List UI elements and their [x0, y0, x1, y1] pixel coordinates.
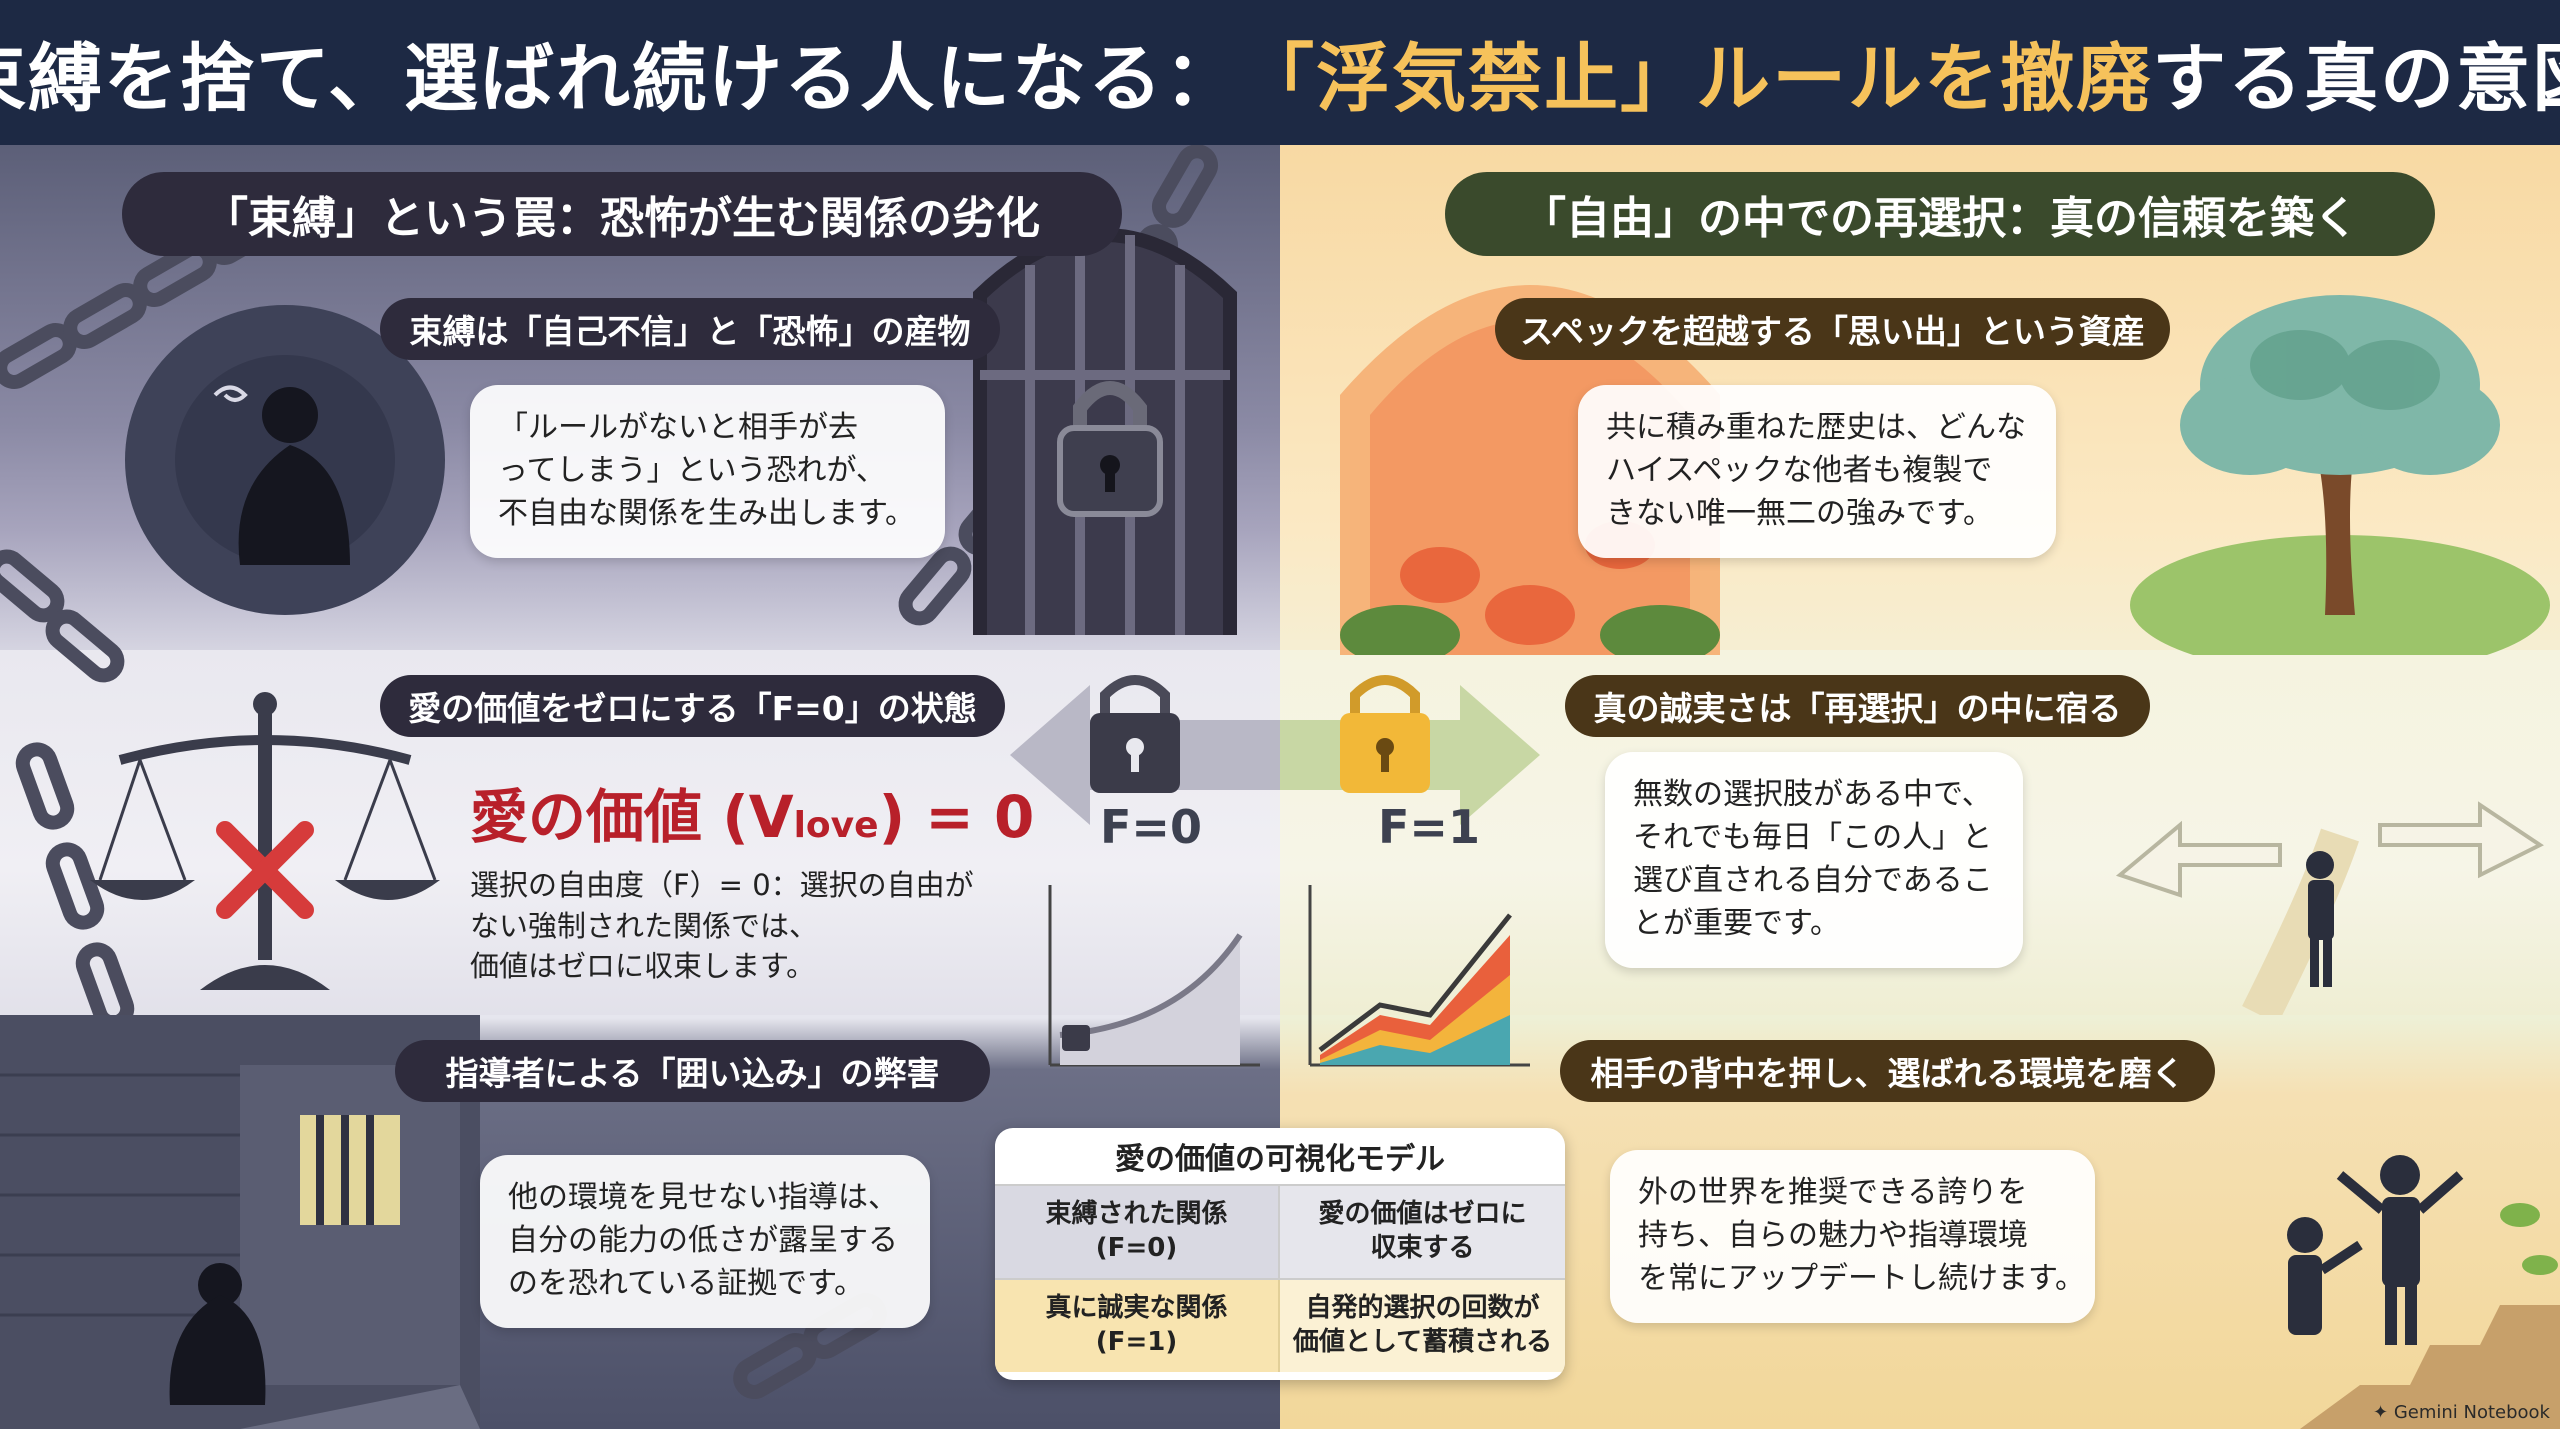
- locked-growth-chart-illustration: [1048, 885, 1260, 1067]
- sparkle-icon: ✦: [2373, 1402, 2394, 1423]
- model-cell-value-zero: 愛の価値はゼロに 収束する: [1280, 1186, 1565, 1278]
- right-block2-label: 真の誠実さは「再選択」の中に宿る: [1565, 675, 2150, 737]
- padlock-icon: [1057, 381, 1163, 517]
- left-block1-bubble: 「ルールがないと相手が去 ってしまう」という恐れが、 不自由な関係を生み出します…: [470, 385, 945, 558]
- model-cell-sincere-relationship: 真に誠実な関係 (F=1): [995, 1280, 1280, 1372]
- f1-label: F=1: [1378, 800, 1480, 854]
- left-block3-label: 指導者による「囲い込み」の弊害: [395, 1040, 990, 1102]
- love-value-model-table: 愛の価値の可視化モデル 束縛された関係 (F=0) 愛の価値はゼロに 収束する …: [995, 1128, 1565, 1380]
- right-block2-bubble: 無数の選択肢がある中で、 それでも毎日「この人」と 選び直される自分であるこ と…: [1605, 752, 2023, 968]
- right-block3-bubble: 外の世界を推奨できる誇りを 持ち、自らの魅力や指導環境 を常にアップデートし続け…: [1610, 1150, 2095, 1323]
- balance-scale-illustration: [90, 692, 440, 990]
- right-block1-label: スペックを超越する「思い出」という資産: [1495, 298, 2170, 360]
- table-row: 真に誠実な関係 (F=1) 自発的選択の回数が 価値として蓄積される: [995, 1278, 1565, 1372]
- left-block2-label: 愛の価値をゼロにする「F=0」の状態: [380, 675, 1005, 737]
- left-section-title: 「束縛」という罠：恐怖が生む関係の劣化: [122, 172, 1122, 256]
- tree-illustration: [2130, 295, 2550, 655]
- love-value-formula: 愛の価値 (Vlove) = 0: [470, 783, 1035, 851]
- page-title: 束縛を捨て、選ばれ続ける人になる：「浮気禁止」ルールを撤廃する真の意図: [0, 0, 2560, 145]
- crossroads-person-illustration: [2115, 801, 2544, 1015]
- title-accent: 「浮気禁止」ルールを撤廃: [1240, 36, 2153, 122]
- right-block3-label: 相手の背中を押し、選ばれる環境を磨く: [1560, 1040, 2215, 1102]
- left-block3-bubble: 他の環境を見せない指導は、 自分の能力の低さが露呈する のを恐れている証拠です。: [480, 1155, 930, 1328]
- title-part1: 束縛を捨て、選ばれ続ける人になる：: [0, 36, 1241, 122]
- model-cell-value-accumulates: 自発的選択の回数が 価値として蓄積される: [1280, 1280, 1565, 1372]
- arrow-left-icon: [1010, 675, 1280, 825]
- sad-person-illustration: [125, 305, 445, 615]
- model-title: 愛の価値の可視化モデル: [1115, 1142, 1445, 1177]
- left-block1-label: 束縛は「自己不信」と「恐怖」の産物: [380, 298, 1000, 360]
- watermark: ✦ Gemini Notebook: [2373, 1402, 2550, 1423]
- encouraging-people-illustration: [2287, 1155, 2560, 1429]
- title-part2: する真の意図: [2152, 36, 2560, 122]
- table-row: 束縛された関係 (F=0) 愛の価値はゼロに 収束する: [995, 1184, 1565, 1278]
- right-section-title: 「自由」の中での再選択：真の信頼を築く: [1445, 172, 2435, 256]
- model-cell-bound-relationship: 束縛された関係 (F=0): [995, 1186, 1280, 1278]
- f0-label: F=0: [1100, 800, 1202, 854]
- right-block1-bubble: 共に積み重ねた歴史は、どんな ハイスペックな他者も複製で きない唯一無二の強みで…: [1578, 385, 2056, 558]
- growth-chart-illustration: [1308, 885, 1530, 1067]
- love-value-description: 選択の自由度（F）= 0：選択の自由が ない強制された関係では、 価値はゼロに収…: [470, 868, 974, 984]
- arrow-right-icon: [1280, 675, 1540, 825]
